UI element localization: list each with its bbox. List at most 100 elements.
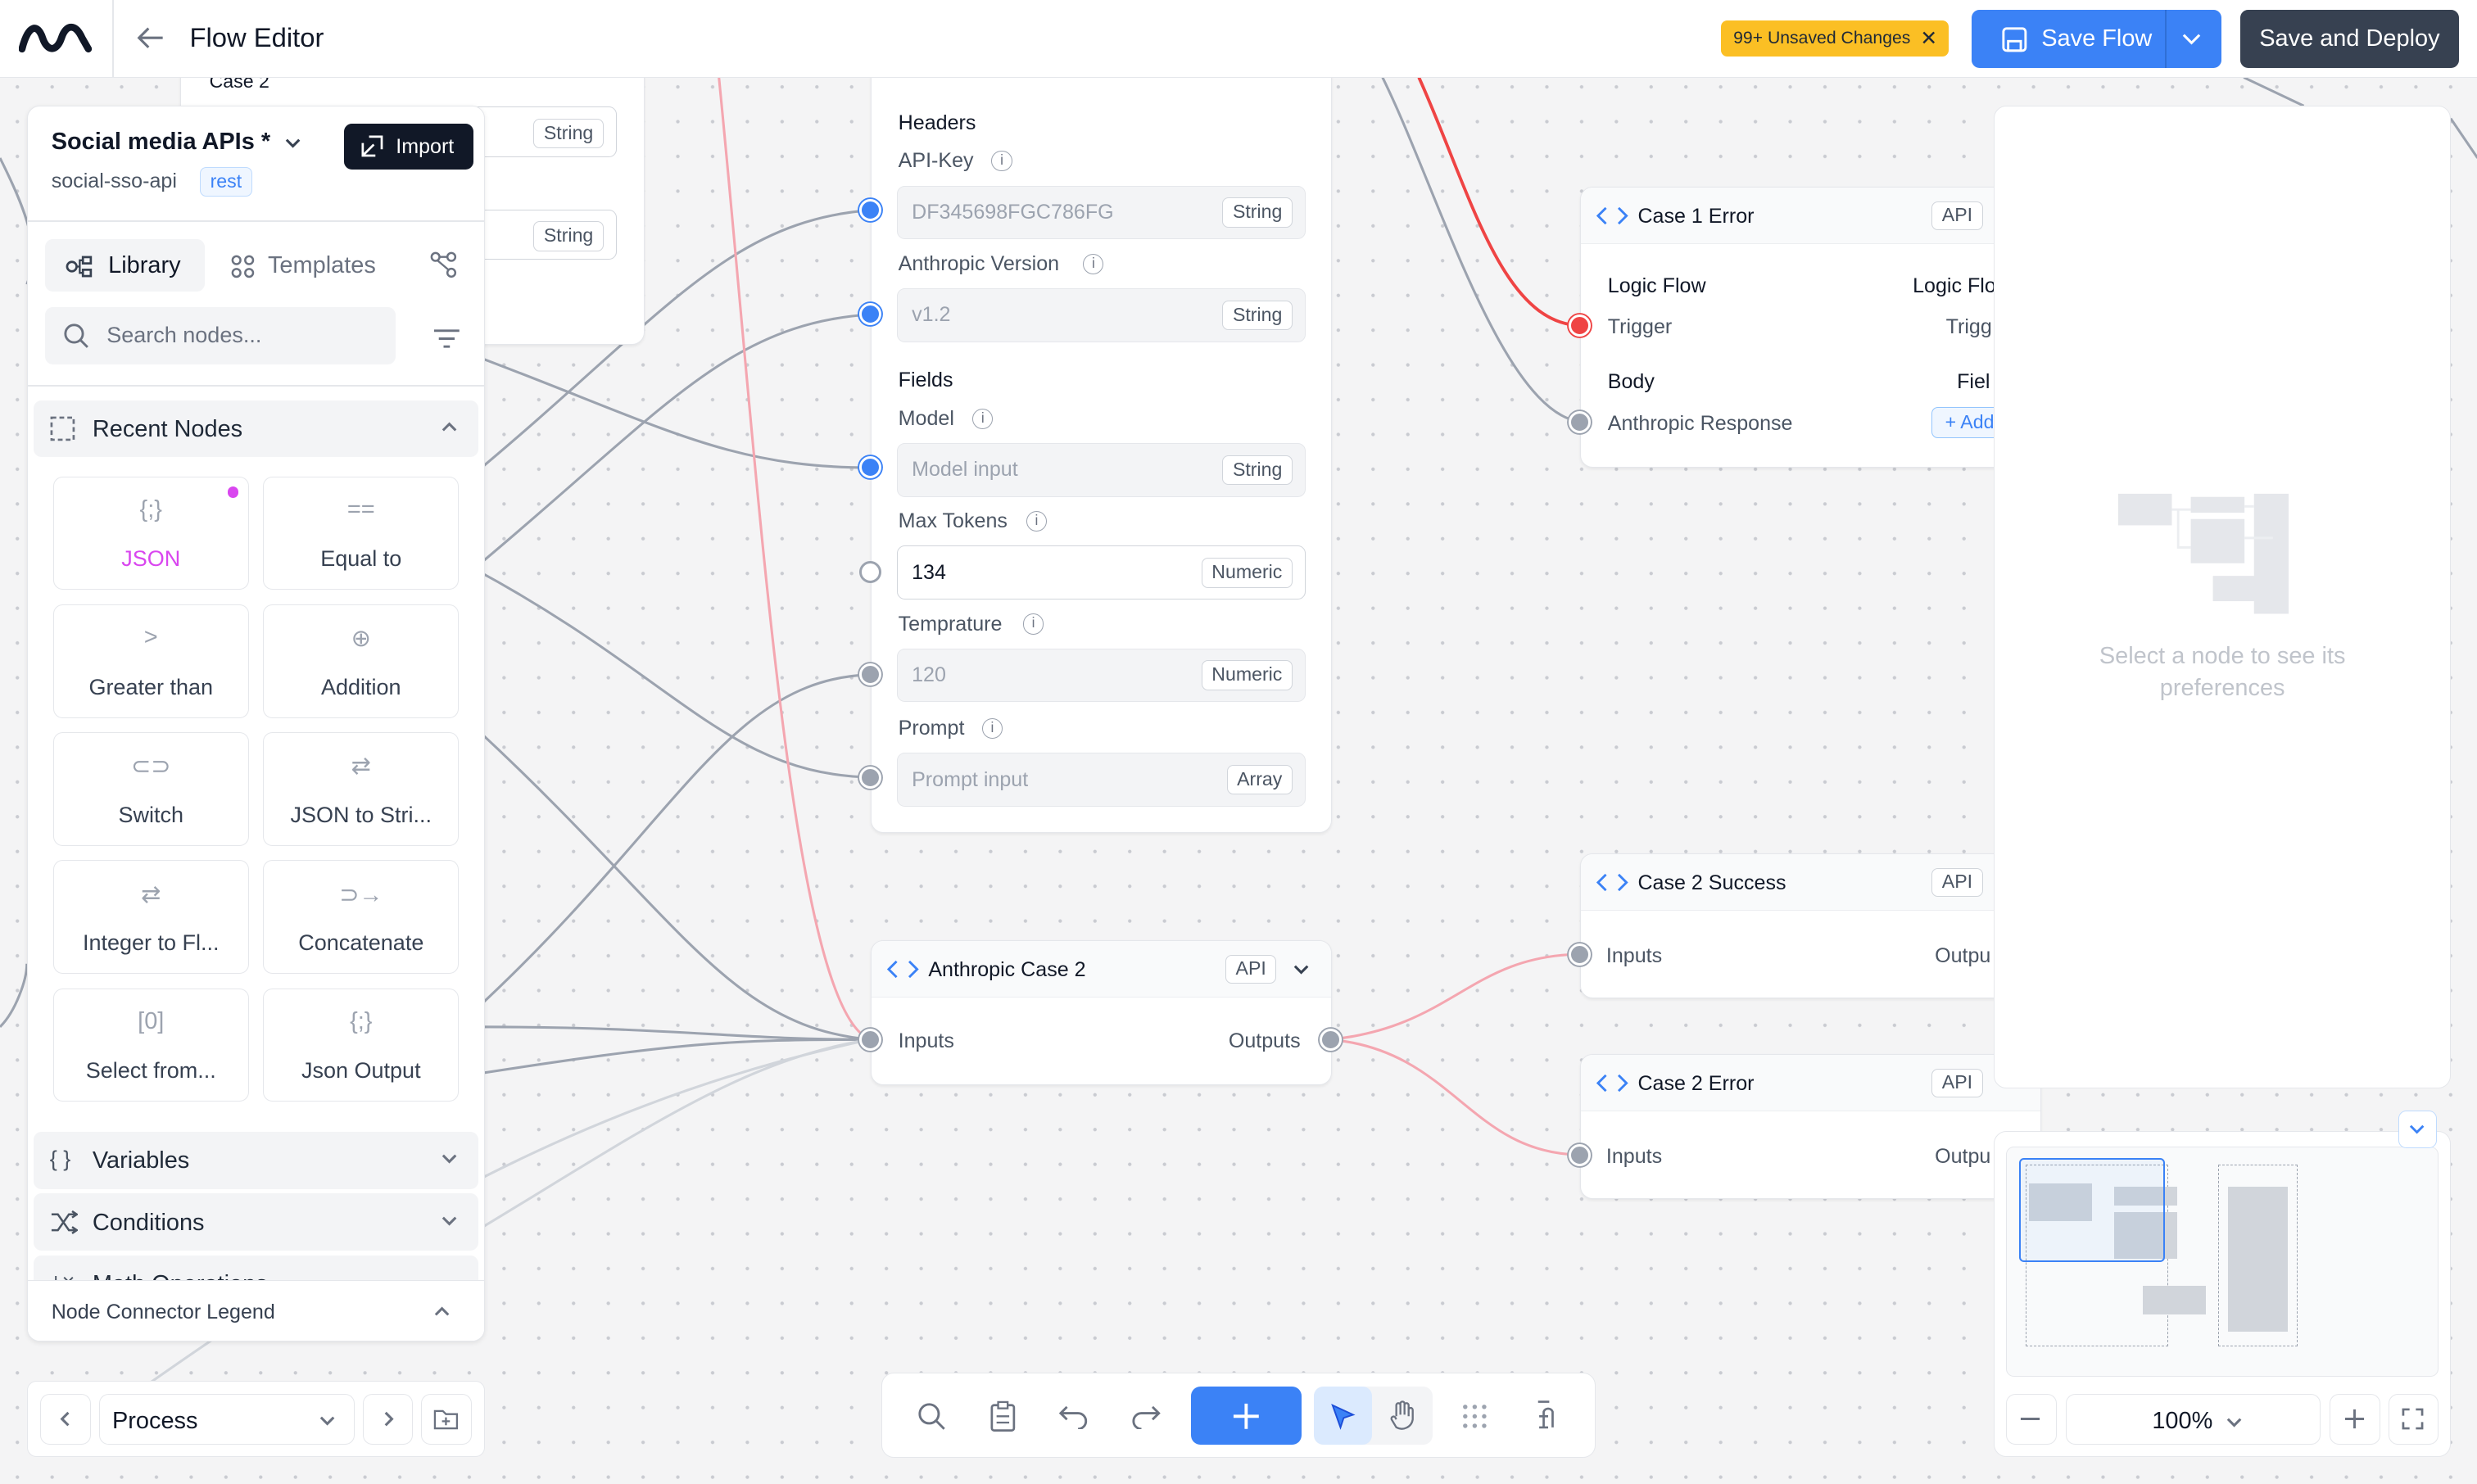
redo-icon[interactable] [1130,1404,1162,1429]
case-2-error-input-port[interactable] [1569,1143,1592,1166]
minimap[interactable] [2005,1146,2439,1378]
outputs-label: Outputs [1228,1029,1301,1052]
variables-section[interactable]: { } Variables [34,1132,478,1189]
api-tag: API [1931,868,1983,897]
grid-dots-icon[interactable] [1460,1402,1489,1431]
chevron-down-icon [2409,1124,2425,1134]
chevron-left-icon [60,1411,70,1427]
node-type-icon: == [346,495,375,523]
version-port[interactable] [859,303,882,326]
recent-node-tile[interactable]: {;}Json Output [263,988,460,1102]
info-icon[interactable]: i [981,717,1003,739]
node-type-label: Addition [320,674,401,699]
chevron-down-icon[interactable] [283,133,302,152]
node-case-2-error[interactable]: Case 2 Error API Inputs Outpu [1580,1053,2042,1200]
node-case-2-success[interactable]: Case 2 Success API Inputs Outpu [1580,853,2042,999]
prev-button[interactable] [40,1394,91,1446]
temprature-input[interactable]: 120 Numeric [896,648,1306,703]
undo-icon[interactable] [1057,1404,1089,1429]
project-name[interactable]: Social media APIs * [51,129,271,156]
minimap-toggle-button[interactable] [2398,1111,2437,1149]
save-flow-label: Save Flow [2041,25,2153,52]
zoom-out-button[interactable] [2005,1394,2057,1446]
search-nodes-input[interactable]: Search nodes... [45,307,396,364]
next-button[interactable] [362,1394,414,1446]
legend-bar[interactable]: Node Connector Legend [27,1280,485,1341]
chevron-down-icon[interactable] [440,1149,459,1168]
model-port[interactable] [859,456,882,479]
temprature-port[interactable] [859,663,882,686]
magnet-icon[interactable] [1530,1400,1562,1432]
prompt-port[interactable] [859,766,882,789]
save-and-deploy-button[interactable]: Save and Deploy [2240,9,2459,68]
node-anthropic-settings[interactable]: Headers API-Key i DF345698FGC786FG Strin… [870,47,1333,833]
case-2-input-port[interactable] [859,1028,882,1051]
back-arrow-icon[interactable] [133,20,167,55]
recent-nodes-section[interactable]: Recent Nodes [34,400,478,458]
max-tokens-input[interactable]: 134 Numeric [896,545,1306,600]
anthropic-response-port[interactable] [1569,410,1592,433]
type-tag: Numeric [1201,557,1293,588]
prompt-input[interactable]: Prompt input Array [896,753,1306,807]
info-icon[interactable]: i [1023,613,1044,635]
recent-node-tile[interactable]: ⊂⊃Switch [52,732,249,846]
recent-node-tile[interactable]: ==Equal to [263,476,460,590]
api-key-input[interactable]: DF345698FGC786FG String [896,185,1306,240]
filter-icon[interactable] [432,328,461,350]
model-input[interactable]: Model input String [896,443,1306,497]
save-flow-button[interactable]: Save Flow [1972,9,2222,68]
chevron-down-icon[interactable] [440,1211,459,1230]
conditions-section[interactable]: Conditions [34,1193,478,1251]
outputs-label: Outpu [1935,943,1991,967]
chevron-right-icon [384,1411,394,1427]
zoom-in-button[interactable] [2330,1394,2381,1446]
chevron-down-icon[interactable] [1292,960,1311,979]
string-field-2[interactable]: String [465,209,618,260]
recent-node-tile[interactable]: [0]Select from... [52,988,249,1102]
api-key-port[interactable] [859,199,882,222]
info-icon[interactable]: i [1026,511,1047,532]
anthropic-version-input[interactable]: v1.2 String [896,288,1306,342]
info-icon[interactable]: i [1083,253,1104,274]
app-logo-icon[interactable] [19,20,92,55]
recent-node-tile[interactable]: ⊕Addition [263,604,460,718]
add-folder-button[interactable] [421,1394,472,1446]
process-nav-bar: Process [26,1380,486,1457]
chevron-up-icon[interactable] [440,418,459,437]
close-icon[interactable]: ✕ [1920,27,1938,51]
chevron-down-icon[interactable] [2180,29,2203,51]
conditions-label: Conditions [92,1209,205,1236]
recent-node-tile[interactable]: ⇄JSON to Stri... [263,732,460,846]
tab-library[interactable]: Library [45,239,205,292]
chevron-up-icon[interactable] [432,1302,451,1321]
process-select[interactable]: Process [98,1394,355,1446]
case-2-output-port[interactable] [1319,1028,1342,1051]
node-anthropic-case-2[interactable]: Anthropic Case 2 API Inputs Outputs [870,939,1333,1086]
minimap-viewport[interactable] [2019,1158,2165,1263]
hand-icon[interactable] [1388,1400,1417,1432]
node-case-1-error[interactable]: Case 1 Error API Logic Flow Logic Flo Tr… [1580,186,2042,468]
plus-icon [2344,1409,2364,1428]
unsaved-changes-badge[interactable]: 99+ Unsaved Changes ✕ [1720,20,1949,57]
max-tokens-port[interactable] [859,560,882,583]
case-2-success-input-port[interactable] [1569,943,1592,966]
fit-view-button[interactable] [2388,1394,2439,1446]
tab-templates[interactable]: Templates [224,239,397,292]
import-button[interactable]: Import [343,124,473,170]
recent-node-tile[interactable]: ⇄Integer to Fl... [52,860,249,975]
string-field-1[interactable]: String [465,106,618,157]
flow-graph-icon[interactable] [429,251,458,279]
recent-node-tile[interactable]: >Greater than [52,604,249,718]
node-header: Case 1 Error API [1581,187,2041,245]
clipboard-icon[interactable] [989,1400,1017,1432]
trigger-port[interactable] [1569,314,1592,337]
search-icon[interactable] [916,1400,948,1432]
zoom-level-select[interactable]: 100% [2066,1394,2321,1446]
add-node-button[interactable] [1190,1386,1302,1446]
select-tool-button[interactable] [1313,1386,1433,1446]
info-icon[interactable]: i [991,151,1012,172]
info-icon[interactable]: i [972,408,994,429]
recent-node-tile[interactable]: {;}JSON [52,476,249,590]
recent-node-tile[interactable]: ⊃→Concatenate [263,860,460,975]
